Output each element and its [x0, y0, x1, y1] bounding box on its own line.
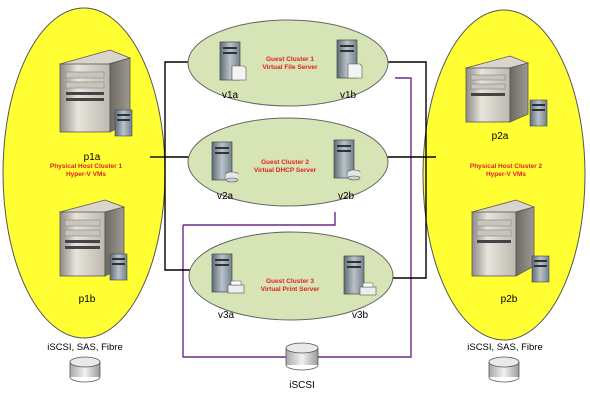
vm-v2a-icon: [211, 141, 239, 183]
server-p1b-icon: [58, 199, 128, 281]
vm-v3a-label: v3a: [218, 310, 235, 321]
guest-cluster-2-title: Guest Cluster 2: [261, 159, 309, 166]
vm-v1b-icon: [336, 39, 363, 79]
vm-v1a-label: v1a: [222, 90, 239, 101]
node-p2a-label: p2a: [492, 131, 509, 142]
guest-cluster-1-title: Guest Cluster 1: [266, 56, 314, 63]
guest-cluster-3-subtitle: Virtual Print Server: [261, 286, 320, 293]
node-p2b-label: p2b: [501, 294, 518, 305]
host-cluster-1-title: Physical Host Cluster 1: [50, 163, 123, 170]
storage-left-label: iSCSI, SAS, Fibre: [47, 342, 123, 353]
guest-cluster-1-subtitle: Virtual File Server: [262, 64, 318, 71]
vm-v1b-label: v1b: [340, 90, 357, 101]
vm-v3b-label: v3b: [352, 310, 369, 321]
storage-links: [182, 77, 412, 358]
disk-center-icon: [285, 342, 319, 371]
storage-right-label: iSCSI, SAS, Fibre: [467, 342, 543, 353]
node-p1a-label: p1a: [84, 152, 101, 163]
disk-left-icon: [69, 356, 101, 383]
vm-v3a-icon: [211, 253, 245, 294]
guest-cluster-2-subtitle: Virtual DHCP Server: [254, 167, 317, 174]
guest-cluster-3-ellipse: [188, 231, 394, 321]
vm-v2a-label: v2a: [217, 191, 234, 202]
shared-storage-label: iSCSI: [289, 380, 315, 391]
host-cluster-2-title: Physical Host Cluster 2: [470, 163, 543, 170]
guest-cluster-1-ellipse: [187, 19, 389, 107]
server-p1a-icon: [58, 49, 133, 137]
guest-cluster-3-title: Guest Cluster 3: [266, 278, 314, 285]
server-p2a-icon: [464, 55, 548, 127]
disk-right-icon: [488, 356, 520, 383]
vm-v2b-label: v2b: [338, 191, 355, 202]
vm-v2b-icon: [333, 139, 361, 181]
vm-v3b-icon: [343, 255, 377, 296]
host-cluster-2-subtitle: Hyper-V VMs: [486, 171, 526, 178]
vm-v1a-icon: [219, 41, 247, 81]
host-cluster-1-subtitle: Hyper-V VMs: [66, 171, 106, 178]
server-p2b-icon: [470, 199, 550, 283]
node-p1b-label: p1b: [79, 294, 96, 305]
